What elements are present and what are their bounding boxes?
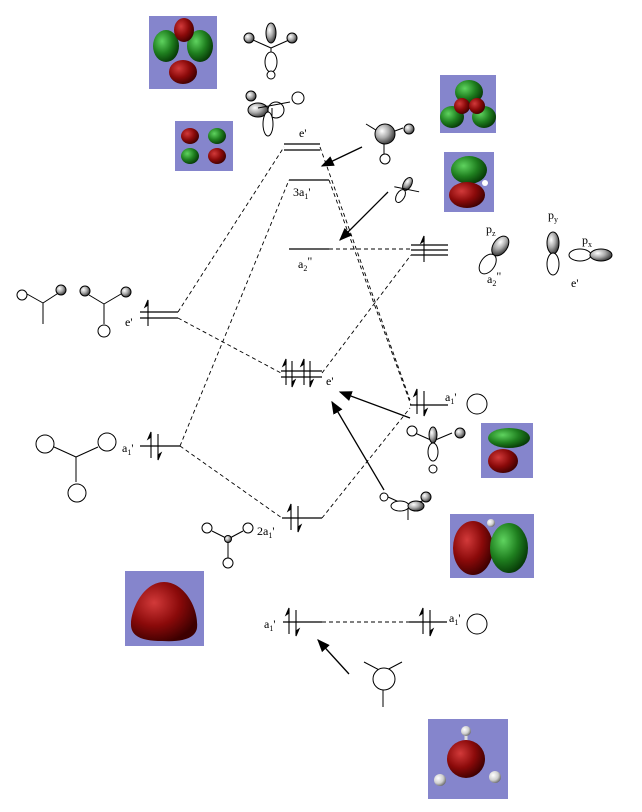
label-a2pp: a2"	[298, 254, 312, 273]
pointer-arrows	[317, 146, 411, 675]
ligand-sketch-top	[243, 22, 298, 80]
electrons-middle-e	[281, 358, 315, 388]
ligand-2a1-sketch	[201, 522, 254, 569]
arrow-to-middle-e-2	[331, 400, 385, 491]
p-orbital-sketches	[243, 22, 613, 520]
level-top-e	[284, 143, 320, 151]
orbital-panel-7	[125, 571, 204, 646]
electrons-bottom-right-a1	[418, 607, 435, 637]
electrons-left-a1	[146, 431, 163, 461]
py-orbital	[546, 231, 560, 276]
orbital-panels	[125, 16, 534, 799]
arrow-to-top-e	[320, 146, 363, 167]
label-left-e: e'	[125, 315, 133, 329]
electrons-bottom-left-a1	[284, 607, 301, 637]
label-pz: pz	[486, 222, 496, 238]
central-s-orbital-sketch	[363, 661, 403, 707]
level-left-e	[140, 311, 178, 319]
orbital-panel-6	[450, 514, 534, 578]
s-orbital-right-a1	[466, 393, 488, 415]
orbital-panel-8	[428, 719, 508, 799]
label-py: py	[548, 208, 558, 224]
label-left-a1: a1'	[122, 441, 134, 457]
label-right-a1: a1'	[445, 390, 457, 406]
s-orbital-bottom-right-a1	[466, 613, 488, 635]
level-right-p	[411, 244, 448, 256]
ligand-sketch-second	[245, 90, 305, 137]
ligand-sketch-a1-right	[406, 425, 466, 474]
px-orbital	[568, 248, 613, 262]
label-middle-e: e'	[326, 374, 334, 388]
pz-sketch-a2pp	[394, 177, 420, 203]
orbital-panel-5	[481, 423, 533, 478]
orbital-panel-4	[444, 152, 494, 212]
arrow-to-bottom-a1	[317, 639, 350, 675]
label-3a1: 3a1'	[293, 185, 311, 201]
ligand-e-sketch-2	[79, 285, 132, 338]
pz-orbital	[478, 235, 510, 275]
electron-right-p	[419, 235, 425, 262]
label-2a1: 2a1'	[257, 524, 275, 540]
arrow-to-middle-e-1	[338, 391, 411, 419]
electrons	[143, 235, 435, 637]
ligand-a1-sketch	[35, 432, 117, 503]
label-p-a2pp: a2"	[487, 269, 501, 288]
label-top-e: e'	[299, 126, 307, 140]
correlation-lines	[177, 146, 412, 623]
orbital-panel-1	[149, 16, 217, 89]
label-bottom-right-a1: a1'	[449, 611, 461, 627]
label-p-e: e'	[571, 276, 579, 290]
label-px: px	[582, 233, 592, 249]
orbital-panel-3	[440, 75, 496, 133]
labels: e' 3a1' a2" e' e' a1' a1' 2a1' a1' a1' p…	[122, 126, 592, 633]
level-middle-e	[281, 370, 322, 378]
orbital-panel-2	[175, 121, 233, 171]
ligand-sketches	[16, 284, 488, 707]
ligand-sketch-e-top	[365, 123, 415, 165]
ligand-sketch-e-bottom	[379, 491, 432, 520]
energy-levels	[140, 143, 448, 623]
electrons-2a1	[286, 503, 303, 533]
arrow-to-a2pp	[339, 191, 389, 241]
ligand-e-sketch-1	[16, 284, 67, 324]
label-bottom-left-a1: a1'	[264, 617, 276, 633]
electron-left-e	[143, 299, 149, 326]
electrons-right-a1	[412, 388, 429, 417]
